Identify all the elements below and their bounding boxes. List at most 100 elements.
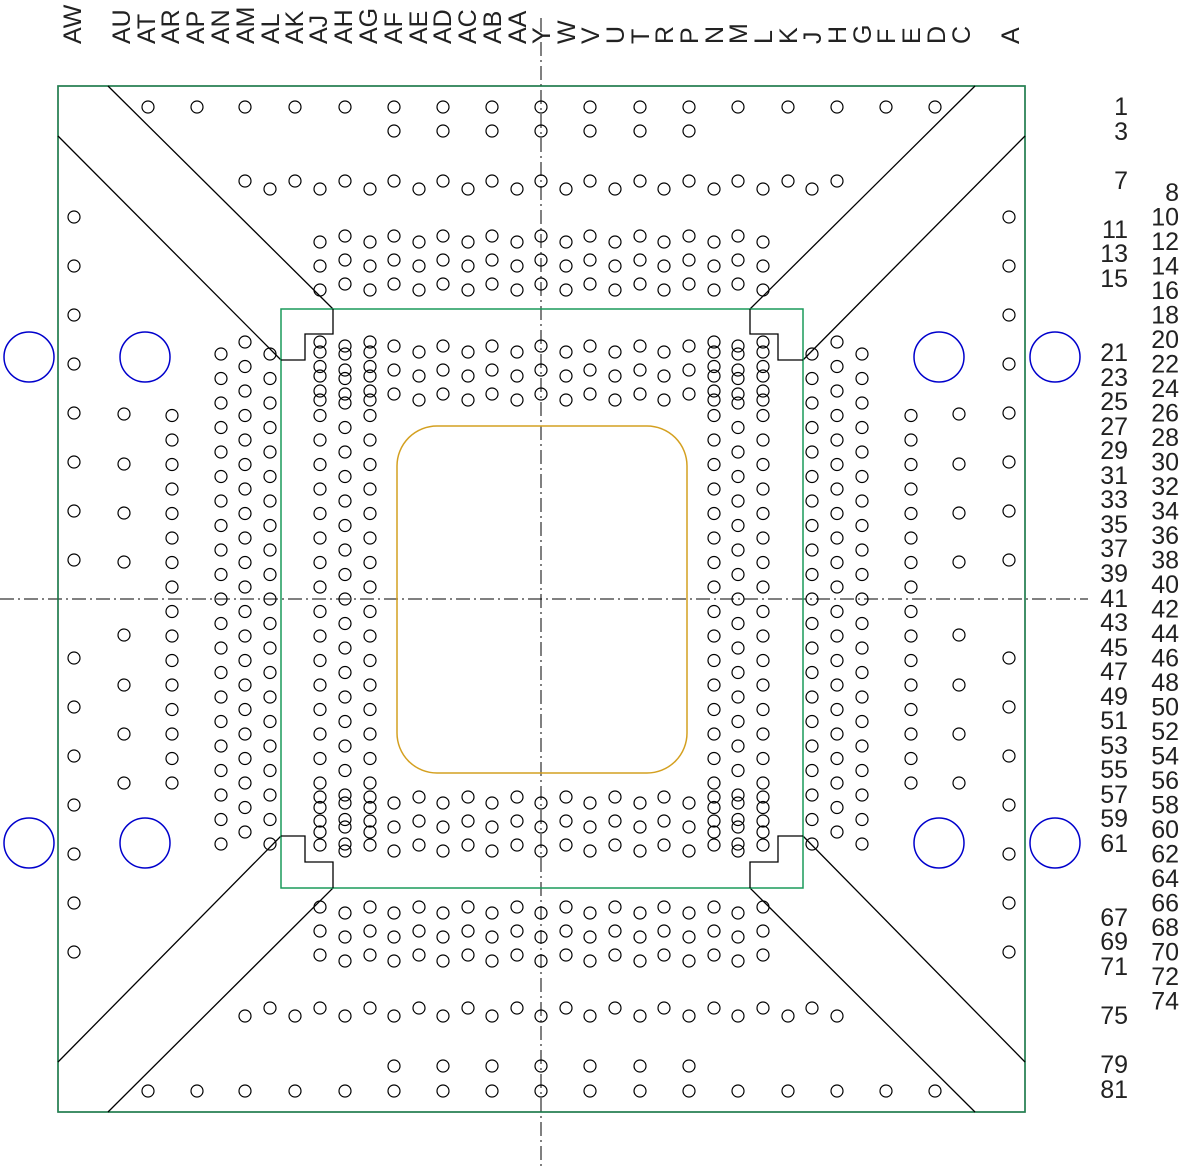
- ball-pad: [608, 393, 622, 407]
- ball-pad: [363, 393, 377, 407]
- ball-pad: [633, 229, 647, 243]
- ball-pad: [682, 1009, 696, 1023]
- ball-pad: [363, 604, 377, 619]
- ball-pad: [338, 812, 352, 827]
- ball-pad: [756, 727, 770, 741]
- column-label: AJ: [305, 15, 333, 44]
- ball-pad: [338, 253, 352, 267]
- ball-pad: [781, 1009, 795, 1023]
- ball-pad: [461, 393, 475, 407]
- ball-pad: [731, 339, 745, 353]
- ball-pad: [682, 100, 696, 114]
- corner-band-top-left: [107, 85, 334, 310]
- ball-pad: [805, 812, 819, 827]
- ball-pad: [583, 124, 597, 138]
- row-label-right: 26: [1151, 400, 1179, 428]
- ball-pad: [633, 387, 647, 401]
- ball-pad: [608, 345, 622, 359]
- row-label-left: 15: [1100, 265, 1128, 293]
- ball-pad: [756, 283, 770, 297]
- ball-pad: [583, 954, 597, 968]
- ball-pad: [805, 396, 819, 410]
- ball-pad: [117, 555, 131, 569]
- ball-pad: [412, 182, 426, 196]
- ball-pad: [608, 235, 622, 249]
- ball-pad: [338, 229, 352, 243]
- ball-pad: [830, 174, 844, 188]
- lid-outline: [280, 308, 804, 889]
- ball-pad: [510, 259, 524, 273]
- ball-pad: [805, 788, 819, 802]
- ball-pad: [238, 604, 252, 619]
- ball-pad: [534, 820, 548, 834]
- ball-pad: [707, 283, 721, 297]
- ball-pad: [583, 363, 597, 377]
- ball-pad: [338, 930, 352, 944]
- ball-pad: [436, 1084, 450, 1098]
- ball-pad: [731, 277, 745, 291]
- row-label-left: 51: [1100, 707, 1128, 735]
- ball-pad: [952, 678, 966, 692]
- ball-pad: [363, 335, 377, 349]
- ball-pad: [238, 384, 252, 398]
- ball-pad: [707, 182, 721, 196]
- ball-pad: [1002, 945, 1016, 959]
- ball-pad: [608, 814, 622, 828]
- ball-pad: [583, 277, 597, 291]
- ball-pad: [707, 678, 721, 692]
- ball-pad: [855, 812, 869, 827]
- row-label-right: 34: [1151, 498, 1179, 526]
- ball-pad: [412, 369, 426, 383]
- row-labels-left: 1371113152123252729313335373941434547495…: [1100, 93, 1128, 1104]
- ball-pad: [387, 174, 401, 188]
- ball-pad: [263, 714, 277, 729]
- ball-pad: [67, 406, 81, 420]
- ball-pad: [313, 182, 327, 196]
- ball-pad: [510, 182, 524, 196]
- ball-pad: [461, 283, 475, 297]
- ball-pad: [338, 837, 352, 851]
- row-label-right: 48: [1151, 669, 1179, 697]
- ball-pad: [756, 359, 770, 374]
- row-labels-right: 8101214161820222426283032343638404244464…: [1151, 179, 1179, 1016]
- ball-pad: [583, 253, 597, 267]
- ball-pad: [313, 335, 327, 349]
- ball-pad: [412, 1001, 426, 1015]
- ball-pad: [338, 469, 352, 484]
- ball-pad: [485, 277, 499, 291]
- column-label: AC: [454, 9, 482, 44]
- ball-pad: [338, 1009, 352, 1023]
- ball-pad: [165, 702, 179, 717]
- ball-pad: [608, 790, 622, 804]
- ball-pad: [559, 182, 573, 196]
- ball-pad: [165, 482, 179, 496]
- ball-pad: [707, 369, 721, 383]
- corner-band-top-left-inner: [57, 135, 282, 361]
- ball-pad: [67, 651, 81, 665]
- ball-pad: [214, 567, 228, 582]
- ball-pad: [756, 345, 770, 359]
- ball-pad: [633, 253, 647, 267]
- ball-pad: [534, 339, 548, 353]
- ball-pad: [363, 531, 377, 545]
- ball-pad: [707, 653, 721, 668]
- ball-pad: [485, 124, 499, 138]
- ball-pad: [67, 553, 81, 567]
- ball-pad: [461, 182, 475, 196]
- ball-pad: [436, 796, 450, 810]
- ball-pad: [855, 445, 869, 459]
- ball-pad: [830, 555, 844, 570]
- mounting-hole: [3, 817, 55, 869]
- row-label-left: 1: [1114, 93, 1128, 121]
- ball-pad: [190, 1084, 204, 1098]
- ball-pad: [1002, 700, 1016, 714]
- ball-pad: [510, 790, 524, 804]
- ball-pad: [485, 1084, 499, 1098]
- ball-pad: [165, 751, 179, 766]
- ball-pad: [238, 776, 252, 790]
- ball-pad: [781, 1084, 795, 1098]
- ball-pad: [633, 174, 647, 188]
- row-label-right: 52: [1151, 718, 1179, 746]
- ball-pad: [485, 387, 499, 401]
- ball-pad: [238, 727, 252, 741]
